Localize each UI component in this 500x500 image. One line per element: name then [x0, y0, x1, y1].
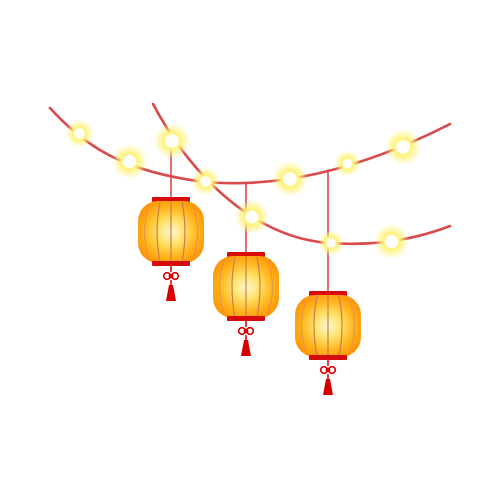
bulb-light-icon: [385, 129, 421, 165]
right-lantern-icon: [294, 291, 362, 396]
lower-string: [151, 102, 452, 246]
bulb-light-icon: [65, 119, 94, 148]
bulb-light-icon: [318, 230, 344, 256]
bulb-light-icon: [191, 167, 220, 196]
bulb-light-icon: [154, 123, 190, 159]
middle-lantern-icon: [212, 252, 280, 357]
left-lantern-icon: [137, 197, 205, 302]
bulb-light-icon: [272, 161, 308, 197]
bulb-light-icon: [334, 150, 361, 177]
bulb-light-icon: [111, 143, 148, 180]
light-bulbs: [65, 119, 421, 260]
bulb-light-icon: [234, 199, 270, 235]
bulb-light-icon: [373, 223, 410, 260]
